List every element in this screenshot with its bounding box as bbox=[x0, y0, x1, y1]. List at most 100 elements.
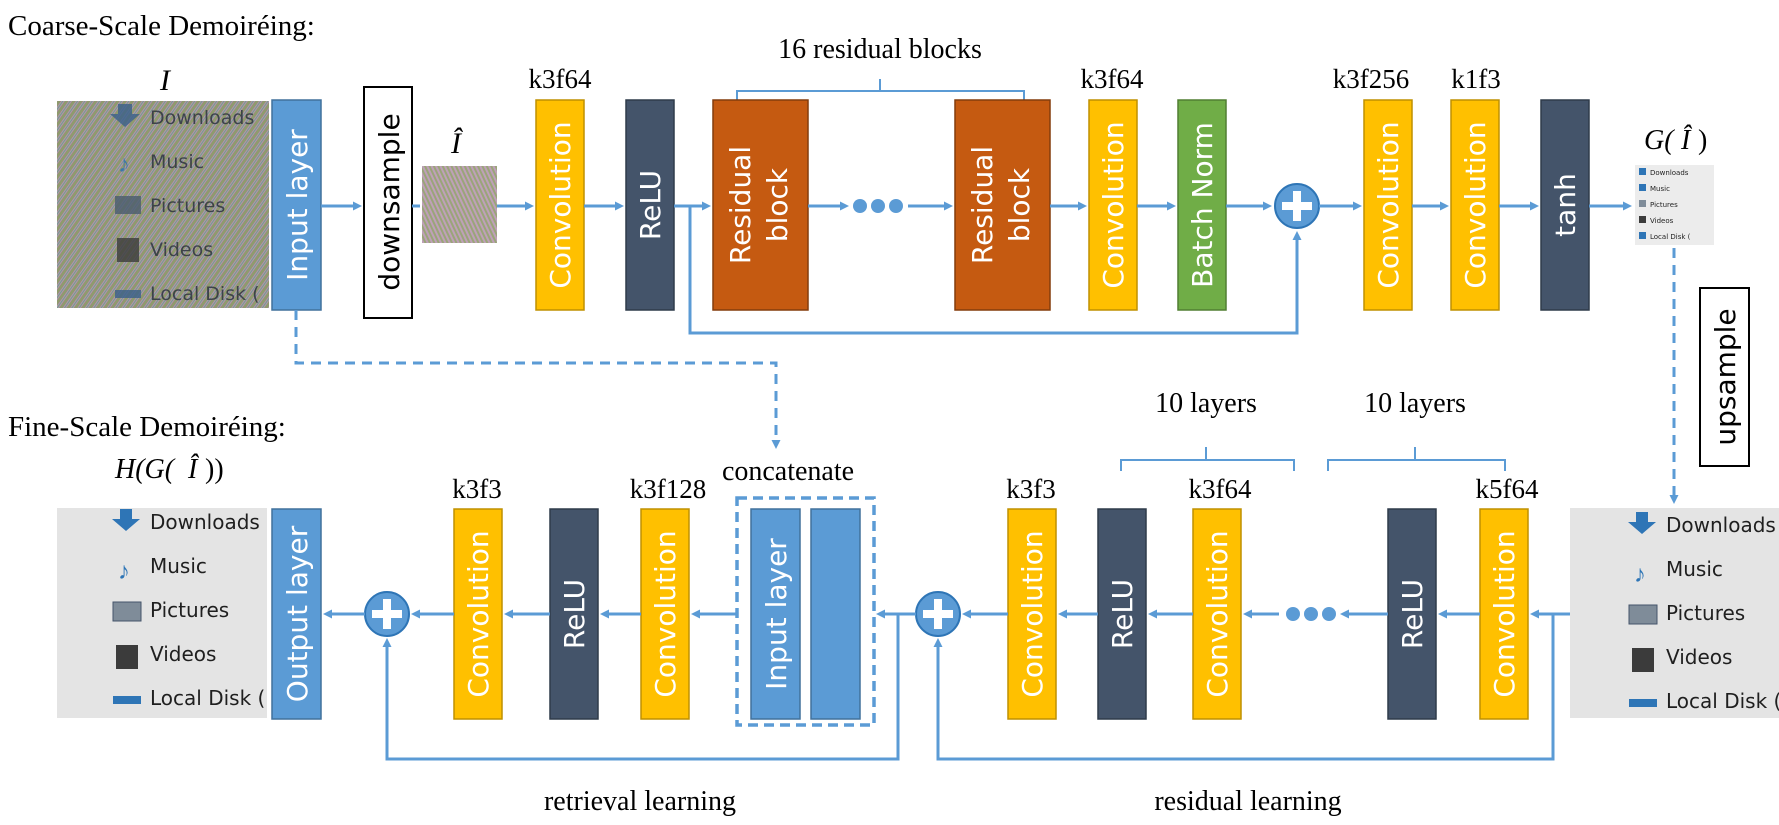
up-item-music: Music bbox=[1666, 557, 1723, 581]
moire-item-downloads: Downloads bbox=[150, 107, 254, 129]
thumb-item-pictures: Pictures bbox=[1650, 201, 1678, 209]
output-layer-label: Output layer bbox=[281, 525, 314, 702]
fine-conv-k3f64-block bbox=[1192, 508, 1242, 720]
concatenate-box bbox=[735, 496, 876, 727]
coarse-output-label: G( Î ) bbox=[1644, 125, 1707, 156]
retrieval-learning-label: retrieval learning bbox=[544, 786, 736, 817]
moire-input-image: Downloads Music Pictures Videos Local Di… bbox=[57, 101, 269, 308]
coarse-conv4-block bbox=[1450, 99, 1500, 311]
fine-relu-b-label: ReLU bbox=[1106, 579, 1139, 649]
thumb-item-localdisk: Local Disk ( bbox=[1650, 233, 1691, 241]
coarse-conv2-param: k3f64 bbox=[1081, 64, 1144, 94]
up-item-videos: Videos bbox=[1666, 645, 1732, 669]
fine-relu-a-label: ReLU bbox=[1396, 579, 1429, 649]
coarse-conv1-label: Convolution bbox=[544, 121, 577, 288]
out-music-icon: ♪ bbox=[118, 559, 130, 585]
fine-relu-c-label: ReLU bbox=[558, 579, 591, 649]
coarse-input-layer-label: Input layer bbox=[281, 129, 314, 281]
coarse-input-layer bbox=[271, 99, 322, 311]
tanh-block bbox=[1540, 99, 1590, 311]
fine-conv-out-param: k3f3 bbox=[452, 474, 502, 504]
fine-relu-c-block bbox=[549, 508, 599, 720]
fine-relu-b-block bbox=[1097, 508, 1147, 720]
final-output-label-ihat: Î bbox=[187, 454, 200, 485]
final-output-label: H(G( Î )) bbox=[114, 454, 224, 485]
downsampled-image-label: Î bbox=[450, 127, 463, 160]
out-item-music: Music bbox=[150, 554, 207, 578]
moire-videos-icon bbox=[117, 238, 139, 262]
moire-disk-icon bbox=[115, 290, 141, 298]
fine-conv-k3f128-label: Convolution bbox=[649, 530, 682, 697]
fine-conv-k3f128-param: k3f128 bbox=[630, 474, 707, 504]
coarse-conv4-label: Convolution bbox=[1459, 121, 1492, 288]
coarse-output-label-ihat: Î bbox=[1680, 125, 1693, 156]
fine-conv-k3f3-block bbox=[1007, 508, 1057, 720]
thumb-item-downloads: Downloads bbox=[1650, 169, 1689, 177]
fine-residual-add-node bbox=[915, 591, 961, 637]
residual-ellipsis bbox=[853, 199, 903, 213]
coarse-conv1-param: k3f64 bbox=[529, 64, 592, 94]
fine-arrows bbox=[323, 609, 1570, 761]
concat-feature-layer bbox=[810, 508, 861, 720]
up-item-localdisk: Local Disk ( bbox=[1666, 689, 1779, 713]
output-layer bbox=[271, 508, 322, 720]
fine-conv-k3f64-label: Convolution bbox=[1201, 530, 1234, 697]
coarse-conv2-label: Convolution bbox=[1097, 121, 1130, 288]
coarse-conv3-block bbox=[1363, 99, 1413, 311]
final-output-image: Downloads Music Pictures Videos Local Di… bbox=[57, 508, 267, 718]
up-download-icon bbox=[1628, 512, 1656, 534]
upsample-label: upsample bbox=[1709, 308, 1742, 445]
batch-norm-block bbox=[1177, 99, 1227, 311]
fine-conv-k5f64-label: Convolution bbox=[1488, 530, 1521, 697]
fine-conv-k5f64-block bbox=[1479, 508, 1529, 720]
thumb-item-music: Music bbox=[1650, 185, 1670, 193]
up-disk-icon bbox=[1629, 699, 1657, 707]
coarse-conv1-block bbox=[535, 99, 585, 311]
tanh-label: tanh bbox=[1549, 173, 1582, 237]
residual-blocks-brace bbox=[736, 79, 1025, 101]
fine-conv-k3f3-param: k3f3 bbox=[1006, 474, 1056, 504]
moire-pictures-icon bbox=[115, 196, 141, 214]
up-pictures-icon bbox=[1628, 604, 1658, 625]
fine-ellipsis bbox=[1286, 607, 1336, 621]
moire-item-pictures: Pictures bbox=[150, 195, 225, 217]
downsampled-moire-image bbox=[422, 166, 497, 243]
up-music-icon: ♪ bbox=[1634, 562, 1646, 588]
residual-block-2 bbox=[954, 99, 1051, 311]
moire-item-videos: Videos bbox=[150, 239, 213, 261]
fine-brace-left-label: 10 layers bbox=[1155, 388, 1257, 419]
residual-block-1 bbox=[712, 99, 809, 311]
fine-conv-out-label: Convolution bbox=[462, 530, 495, 697]
final-output-label-open: H(G( bbox=[114, 454, 176, 485]
out-videos-icon bbox=[116, 645, 138, 669]
out-item-pictures: Pictures bbox=[150, 598, 229, 622]
concatenate-label: concatenate bbox=[722, 456, 854, 487]
downsample-label: downsample bbox=[373, 113, 406, 290]
coarse-arrows bbox=[294, 201, 1679, 504]
moire-music-icon: ♪ bbox=[118, 152, 130, 178]
batch-norm-label: Batch Norm bbox=[1186, 122, 1219, 288]
fine-brace-left bbox=[1120, 447, 1295, 471]
final-output-label-close: )) bbox=[205, 454, 224, 485]
coarse-output-label-open: G( bbox=[1644, 125, 1675, 156]
thumb-item-videos: Videos bbox=[1650, 217, 1674, 225]
concat-input-layer bbox=[750, 508, 801, 720]
residual-block-2-line1: Residual bbox=[966, 146, 999, 264]
out-item-videos: Videos bbox=[150, 642, 216, 666]
coarse-output-image: Downloads Music Pictures Videos Local Di… bbox=[1635, 165, 1714, 245]
residual-block-2-line2: block bbox=[1003, 167, 1036, 242]
downsample-box bbox=[363, 86, 413, 319]
coarse-conv3-label: Convolution bbox=[1372, 121, 1405, 288]
coarse-output-label-close: ) bbox=[1698, 125, 1707, 156]
upsampled-image: Downloads Music Pictures Videos Local Di… bbox=[1570, 508, 1779, 718]
fine-conv-k3f128-block bbox=[640, 508, 690, 720]
moire-item-music: Music bbox=[150, 151, 204, 173]
input-image-label: I bbox=[159, 64, 172, 97]
up-item-pictures: Pictures bbox=[1666, 601, 1745, 625]
coarse-add-node bbox=[1274, 183, 1320, 229]
fine-brace-right-label: 10 layers bbox=[1364, 388, 1466, 419]
fine-brace-right bbox=[1327, 447, 1506, 471]
out-download-icon bbox=[112, 509, 140, 531]
up-videos-icon bbox=[1632, 648, 1654, 672]
